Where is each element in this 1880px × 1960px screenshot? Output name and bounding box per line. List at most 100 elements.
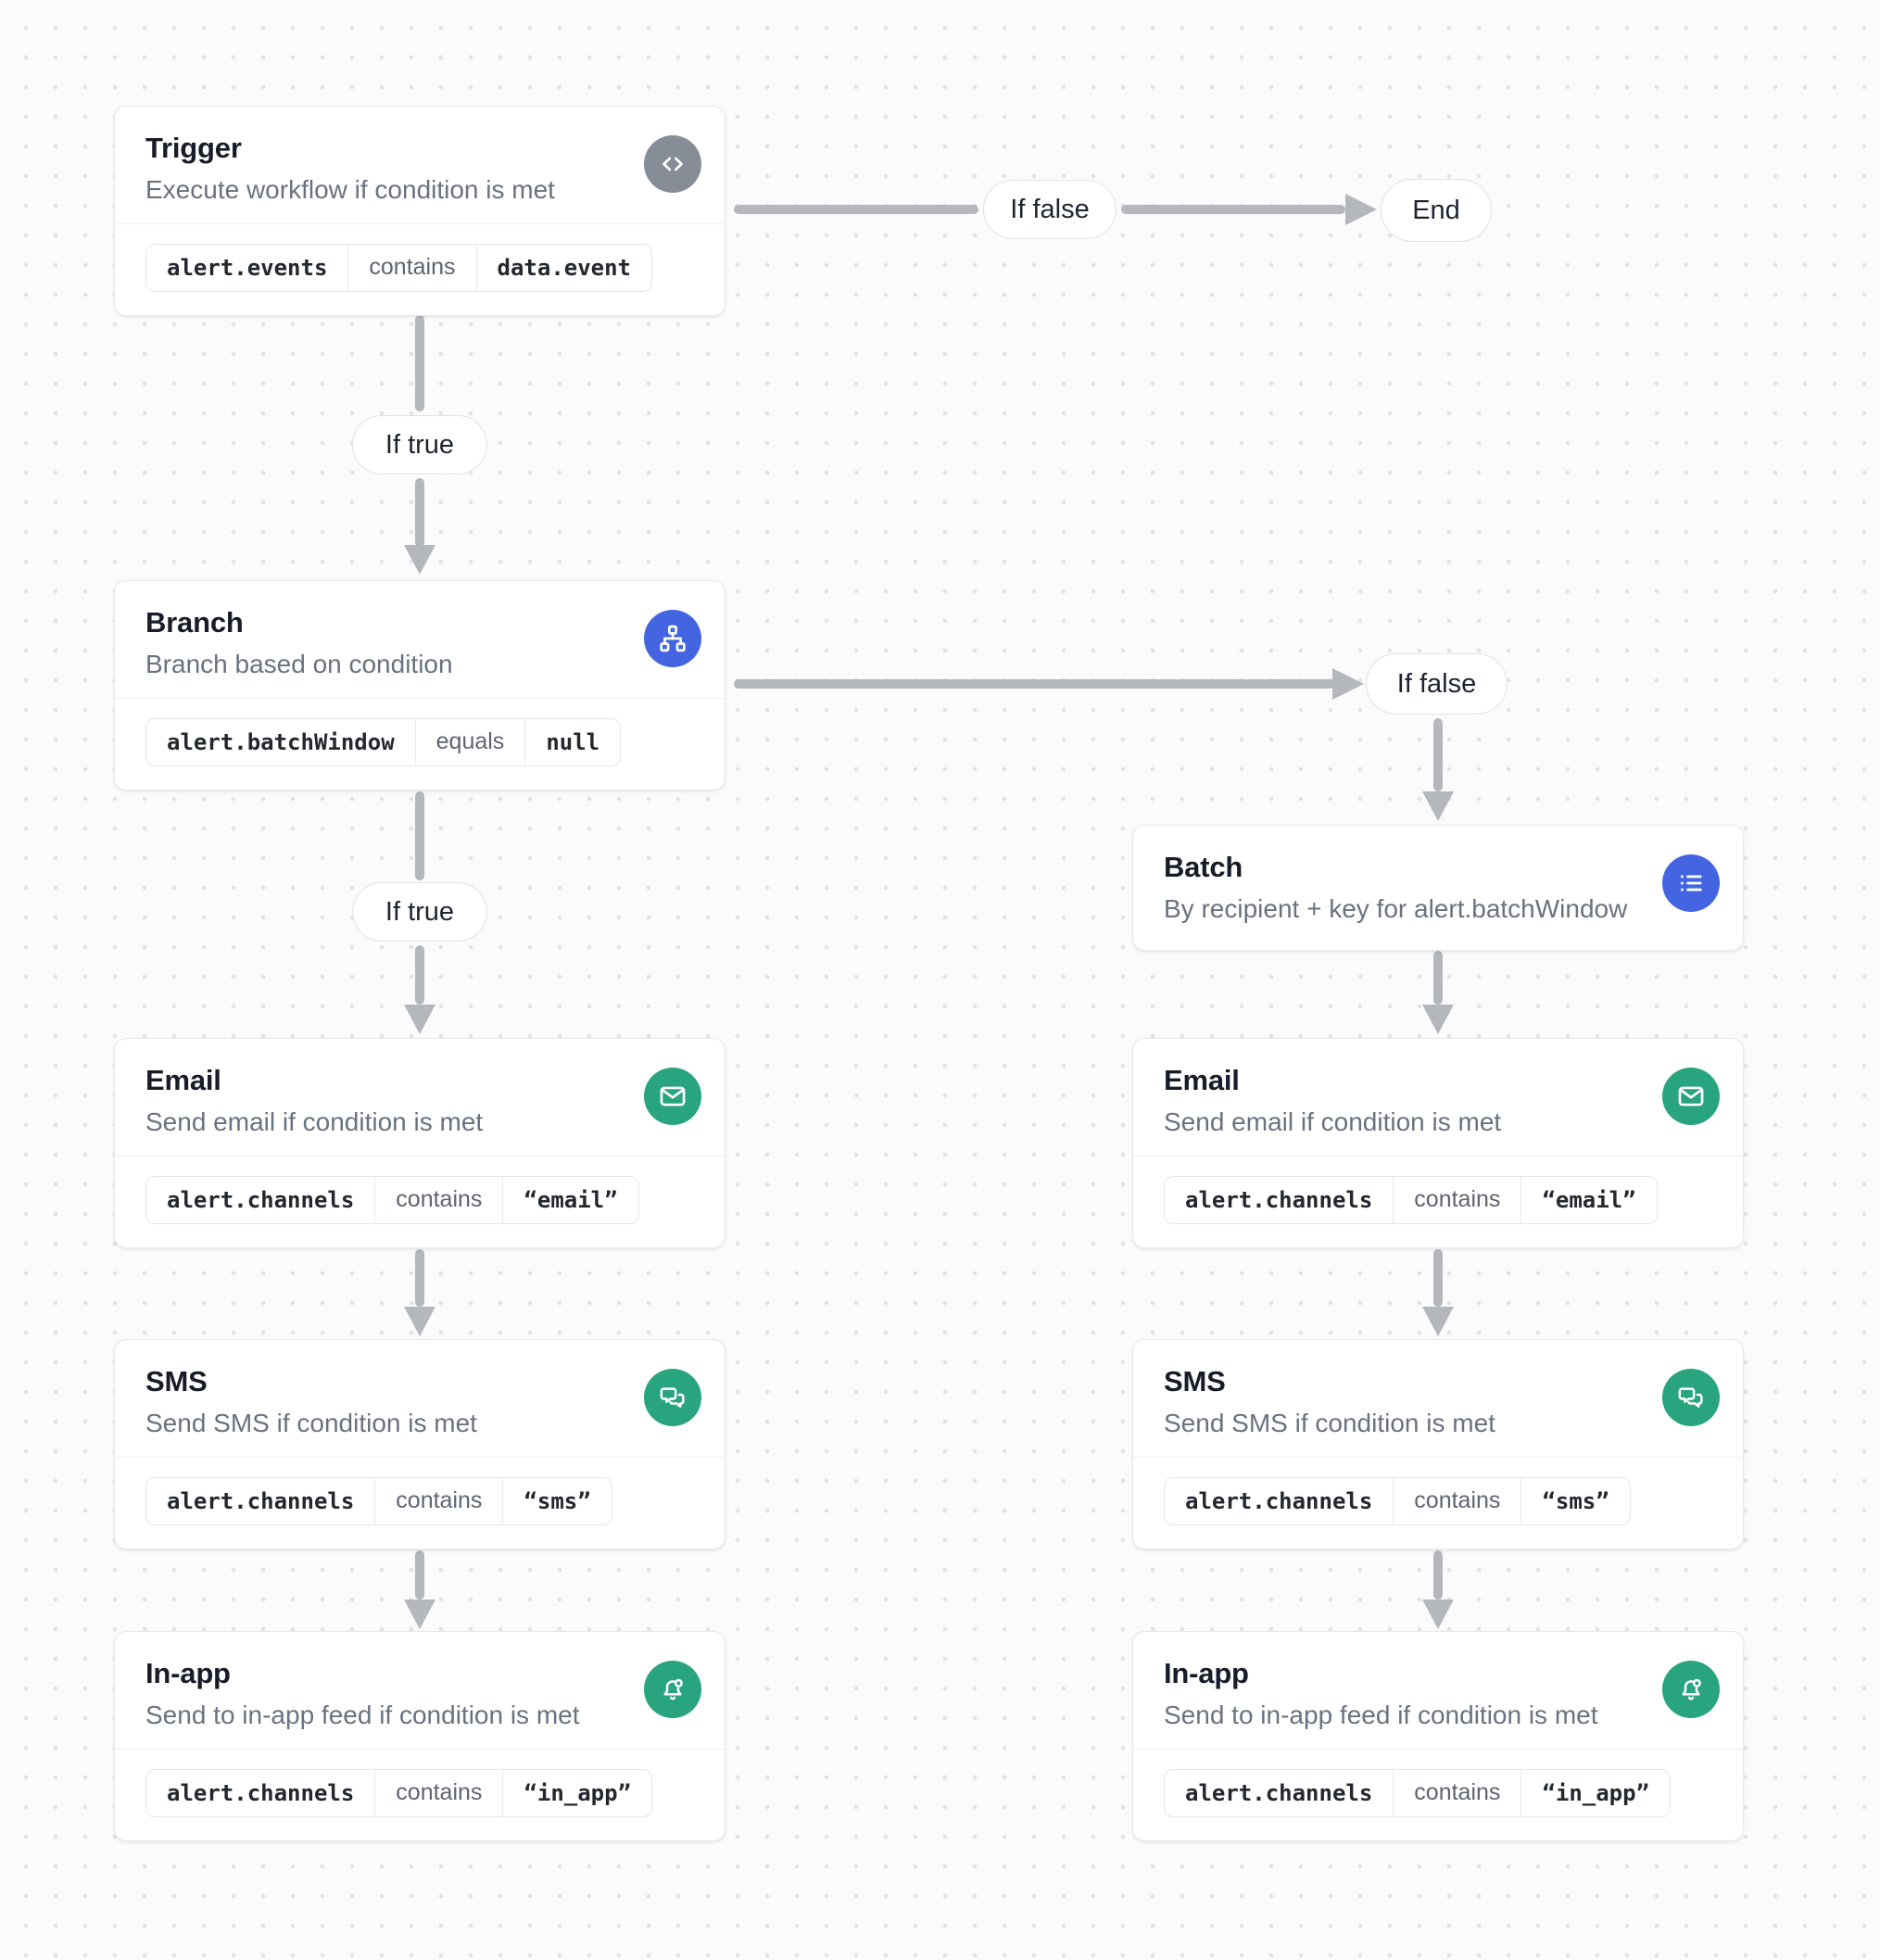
arrowhead-to-end: [1345, 194, 1377, 225]
condition-field: alert.channels: [167, 1779, 355, 1806]
condition-row: alert.channels contains “sms”: [115, 1457, 725, 1549]
node-title: SMS: [145, 1365, 208, 1397]
condition-value: “in_app”: [1520, 1770, 1670, 1816]
node-header: In-app Send to in-app feed if condition …: [115, 1632, 725, 1749]
edge-email-to-sms-right: [1433, 1249, 1443, 1307]
condition-field: alert.events: [167, 254, 328, 281]
condition-value: “email”: [1520, 1177, 1656, 1223]
inapp-node-left[interactable]: In-app Send to in-app feed if condition …: [114, 1631, 726, 1841]
condition-chip-group: alert.batchWindow equals null: [145, 718, 622, 766]
edge-batch-to-email-right: [1433, 951, 1443, 1005]
condition-field: alert.channels: [1185, 1186, 1373, 1213]
edge-branch-to-if-true: [415, 791, 424, 880]
condition-field: alert.channels: [1185, 1487, 1373, 1514]
condition-field: alert.channels: [167, 1186, 355, 1213]
email-node-right[interactable]: Email Send email if condition is met ale…: [1132, 1038, 1744, 1248]
node-subtitle: Branch based on condition: [145, 650, 453, 679]
condition-row: alert.batchWindow equals null: [115, 698, 725, 790]
node-header: Batch By recipient + key for alert.batch…: [1133, 826, 1743, 950]
chat-bubbles-icon: [644, 1369, 701, 1426]
node-title: Branch: [145, 606, 244, 639]
condition-chip-group: alert.events contains data.event: [145, 244, 653, 292]
node-subtitle: Send email if condition is met: [1164, 1107, 1502, 1137]
node-header: Email Send email if condition is met: [1133, 1039, 1743, 1156]
node-title: Email: [1164, 1064, 1240, 1096]
node-subtitle: Send SMS if condition is met: [1164, 1409, 1495, 1438]
condition-operator: contains: [374, 1177, 502, 1223]
condition-value: “email”: [502, 1177, 637, 1223]
node-title: In-app: [145, 1657, 231, 1689]
bell-icon: [1662, 1661, 1720, 1718]
if-false-label: If false: [1010, 194, 1090, 224]
node-header: SMS Send SMS if condition is met: [115, 1340, 725, 1457]
edge-if-false-to-end: [1121, 205, 1345, 214]
condition-chip-group: alert.channels contains “sms”: [1164, 1477, 1631, 1525]
condition-chip-group: alert.channels contains “email”: [145, 1176, 639, 1224]
end-label: End: [1412, 195, 1460, 225]
condition-row: alert.channels contains “email”: [115, 1156, 725, 1247]
condition-operator: contains: [347, 245, 475, 291]
condition-chip-group: alert.channels contains “in_app”: [1164, 1769, 1672, 1817]
condition-value: data.event: [475, 245, 651, 291]
arrowhead-to-email-left: [404, 1005, 435, 1034]
node-title: Trigger: [145, 132, 242, 164]
node-header: In-app Send to in-app feed if condition …: [1133, 1632, 1743, 1749]
arrowhead-to-batch: [1422, 791, 1454, 821]
condition-row: alert.channels contains “in_app”: [115, 1749, 725, 1840]
edge-if-true-to-branch: [415, 478, 424, 547]
condition-field: alert.channels: [1185, 1779, 1373, 1806]
arrowhead-to-if-false: [1332, 668, 1364, 700]
arrowhead-to-sms-left: [404, 1307, 435, 1336]
node-title: Email: [145, 1064, 221, 1096]
arrowhead-to-email-right: [1422, 1005, 1454, 1034]
node-title: Batch: [1164, 851, 1243, 883]
if-true-label: If true: [385, 896, 455, 927]
node-subtitle: Execute workflow if condition is met: [145, 175, 555, 205]
node-subtitle: Send email if condition is met: [145, 1107, 484, 1137]
condition-chip-group: alert.channels contains “sms”: [145, 1477, 612, 1525]
node-subtitle: Send SMS if condition is met: [145, 1409, 477, 1438]
edge-label-if-true-1: If true: [352, 415, 487, 474]
condition-operator: contains: [1393, 1177, 1520, 1223]
edge-trigger-to-if-true: [415, 315, 424, 411]
edge-email-to-sms-left: [415, 1249, 424, 1307]
node-header: Branch Branch based on condition: [115, 581, 725, 698]
sms-node-right[interactable]: SMS Send SMS if condition is met alert.c…: [1132, 1339, 1744, 1549]
end-node[interactable]: End: [1381, 179, 1492, 242]
condition-row: alert.channels contains “sms”: [1133, 1457, 1743, 1549]
condition-chip-group: alert.channels contains “in_app”: [145, 1769, 653, 1817]
condition-operator: equals: [414, 719, 525, 765]
trigger-node[interactable]: Trigger Execute workflow if condition is…: [114, 106, 726, 316]
condition-row: alert.events contains data.event: [115, 223, 725, 315]
sms-node-left[interactable]: SMS Send SMS if condition is met alert.c…: [114, 1339, 726, 1549]
list-icon: [1662, 854, 1720, 912]
sitemap-icon: [644, 610, 701, 667]
condition-operator: contains: [374, 1770, 502, 1816]
condition-value: “sms”: [502, 1478, 611, 1524]
condition-chip-group: alert.channels contains “email”: [1164, 1176, 1658, 1224]
condition-operator: contains: [1393, 1478, 1520, 1524]
code-icon: [644, 135, 701, 193]
bell-icon: [644, 1661, 701, 1718]
email-node-left[interactable]: Email Send email if condition is met ale…: [114, 1038, 726, 1248]
condition-row: alert.channels contains “email”: [1133, 1156, 1743, 1247]
arrowhead-to-inapp-left: [404, 1600, 435, 1629]
node-subtitle: Send to in-app feed if condition is met: [1164, 1701, 1598, 1730]
inapp-node-right[interactable]: In-app Send to in-app feed if condition …: [1132, 1631, 1744, 1841]
branch-node[interactable]: Branch Branch based on condition alert.b…: [114, 580, 726, 790]
edge-if-false-to-batch: [1433, 718, 1443, 791]
edge-if-true-to-email: [415, 945, 424, 1005]
batch-node[interactable]: Batch By recipient + key for alert.batch…: [1132, 825, 1744, 952]
edge-label-if-true-2: If true: [352, 882, 487, 942]
chat-bubbles-icon: [1662, 1369, 1720, 1426]
condition-row: alert.channels contains “in_app”: [1133, 1749, 1743, 1840]
node-header: SMS Send SMS if condition is met: [1133, 1340, 1743, 1457]
condition-operator: contains: [1393, 1770, 1520, 1816]
condition-field: alert.batchWindow: [167, 728, 395, 755]
node-title: SMS: [1164, 1365, 1226, 1397]
node-header: Email Send email if condition is met: [115, 1039, 725, 1156]
condition-field: alert.channels: [167, 1487, 355, 1514]
node-header: Trigger Execute workflow if condition is…: [115, 107, 725, 223]
condition-value: “sms”: [1520, 1478, 1629, 1524]
